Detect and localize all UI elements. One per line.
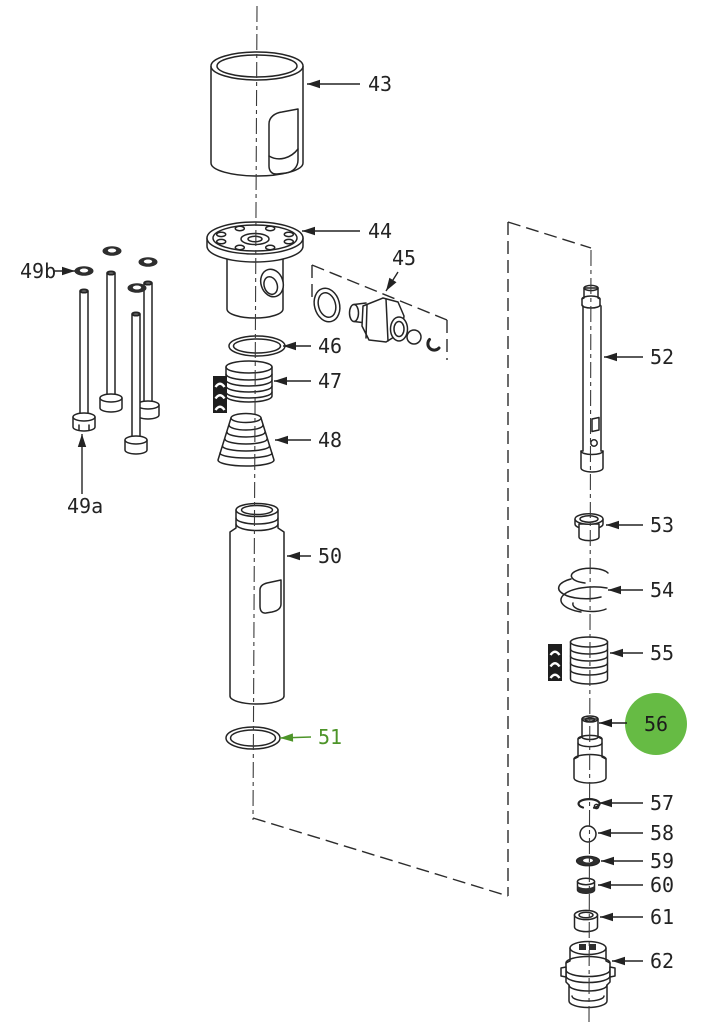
- arrowhead-icon: [604, 352, 617, 362]
- callout-49b[interactable]: 49b: [20, 259, 75, 283]
- callout-48[interactable]: 48: [275, 428, 342, 452]
- part-53-drawing: [574, 513, 604, 542]
- arrowhead-icon: [600, 912, 613, 922]
- part-45-drawing: [313, 287, 441, 352]
- grease-icon: [546, 642, 564, 683]
- arrowhead-icon: [610, 648, 623, 658]
- arrowhead-icon: [287, 551, 300, 561]
- callout-label-45[interactable]: 45: [392, 246, 416, 270]
- callout-label-47[interactable]: 47: [318, 369, 342, 393]
- part-62-drawing: [560, 940, 616, 1009]
- part-50-drawing: [229, 502, 285, 705]
- arrowhead-icon: [598, 828, 611, 838]
- arrowhead-icon: [62, 266, 75, 276]
- arrowhead-icon: [283, 341, 296, 351]
- callout-52[interactable]: 52: [604, 345, 674, 369]
- callout-label-54[interactable]: 54: [650, 578, 674, 602]
- callout-50[interactable]: 50: [287, 544, 342, 568]
- callout-58[interactable]: 58: [598, 821, 674, 845]
- grease-icon: [211, 374, 229, 415]
- callout-label-48[interactable]: 48: [318, 428, 342, 452]
- fold-lines: [252, 221, 592, 897]
- callout-label-49a[interactable]: 49a: [67, 494, 103, 518]
- arrowhead-icon: [599, 718, 612, 728]
- part-47-drawing: [225, 360, 273, 403]
- callout-label-53[interactable]: 53: [650, 513, 674, 537]
- callout-label-62[interactable]: 62: [650, 949, 674, 973]
- callout-51[interactable]: 51: [279, 725, 342, 749]
- callout-label-51[interactable]: 51: [318, 725, 342, 749]
- callout-label-59[interactable]: 59: [650, 849, 674, 873]
- callout-57[interactable]: 57: [599, 791, 674, 815]
- callout-label-52[interactable]: 52: [650, 345, 674, 369]
- callout-label-56[interactable]: 56: [644, 712, 668, 736]
- callout-label-61[interactable]: 61: [650, 905, 674, 929]
- arrowhead-icon: [598, 880, 611, 890]
- arrowhead-icon: [307, 79, 320, 89]
- part-60-drawing: [576, 877, 596, 894]
- callout-label-57[interactable]: 57: [650, 791, 674, 815]
- arrowhead-icon: [601, 856, 614, 866]
- callout-46[interactable]: 46: [283, 334, 342, 358]
- callout-55[interactable]: 55: [610, 641, 674, 665]
- part-57-drawing: [577, 798, 601, 810]
- callout-43[interactable]: 43: [307, 72, 392, 96]
- callout-label-43[interactable]: 43: [368, 72, 392, 96]
- arrowhead-icon: [275, 435, 288, 445]
- callout-61[interactable]: 61: [600, 905, 674, 929]
- callout-60[interactable]: 60: [598, 873, 674, 897]
- arrowhead-icon: [608, 585, 621, 595]
- callout-44[interactable]: 44: [302, 219, 392, 243]
- callout-label-46[interactable]: 46: [318, 334, 342, 358]
- callout-label-60[interactable]: 60: [650, 873, 674, 897]
- arrowhead-icon: [612, 956, 625, 966]
- callout-59[interactable]: 59: [601, 849, 674, 873]
- part-43-drawing: [210, 51, 304, 177]
- callout-label-49b[interactable]: 49b: [20, 259, 56, 283]
- callout-label-58[interactable]: 58: [650, 821, 674, 845]
- callout-label-55[interactable]: 55: [650, 641, 674, 665]
- part-55-drawing: [569, 636, 609, 685]
- callout-47[interactable]: 47: [274, 369, 342, 393]
- part-58-drawing: [579, 825, 597, 843]
- part-44-drawing: [206, 221, 304, 319]
- arrowhead-icon: [280, 733, 294, 742]
- part-59-drawing: [575, 855, 601, 867]
- callout-54[interactable]: 54: [608, 578, 674, 602]
- part-46-drawing: [228, 335, 286, 357]
- part-52-drawing: [580, 284, 604, 473]
- callout-56[interactable]: 56: [599, 693, 687, 755]
- arrowhead-icon: [599, 798, 612, 808]
- arrowhead-icon: [77, 434, 87, 447]
- part-61-drawing: [573, 909, 599, 933]
- callout-45[interactable]: 45: [385, 246, 416, 292]
- arrowhead-icon: [274, 376, 287, 386]
- arrowhead-icon: [606, 520, 619, 530]
- part-49a-drawing: [72, 270, 160, 455]
- callout-53[interactable]: 53: [606, 513, 674, 537]
- callout-62[interactable]: 62: [612, 949, 674, 973]
- callout-label-44[interactable]: 44: [368, 219, 392, 243]
- part-48-drawing: [217, 412, 275, 467]
- highlight-circle: [625, 693, 687, 755]
- arrowhead-icon: [302, 226, 315, 236]
- centerlines: [252, 5, 592, 1023]
- part-49b-drawing: [74, 246, 158, 293]
- arrowhead-icon: [386, 277, 397, 291]
- part-54-drawing: [557, 567, 609, 613]
- callout-label-50[interactable]: 50: [318, 544, 342, 568]
- callout-49a[interactable]: 49a: [67, 434, 103, 518]
